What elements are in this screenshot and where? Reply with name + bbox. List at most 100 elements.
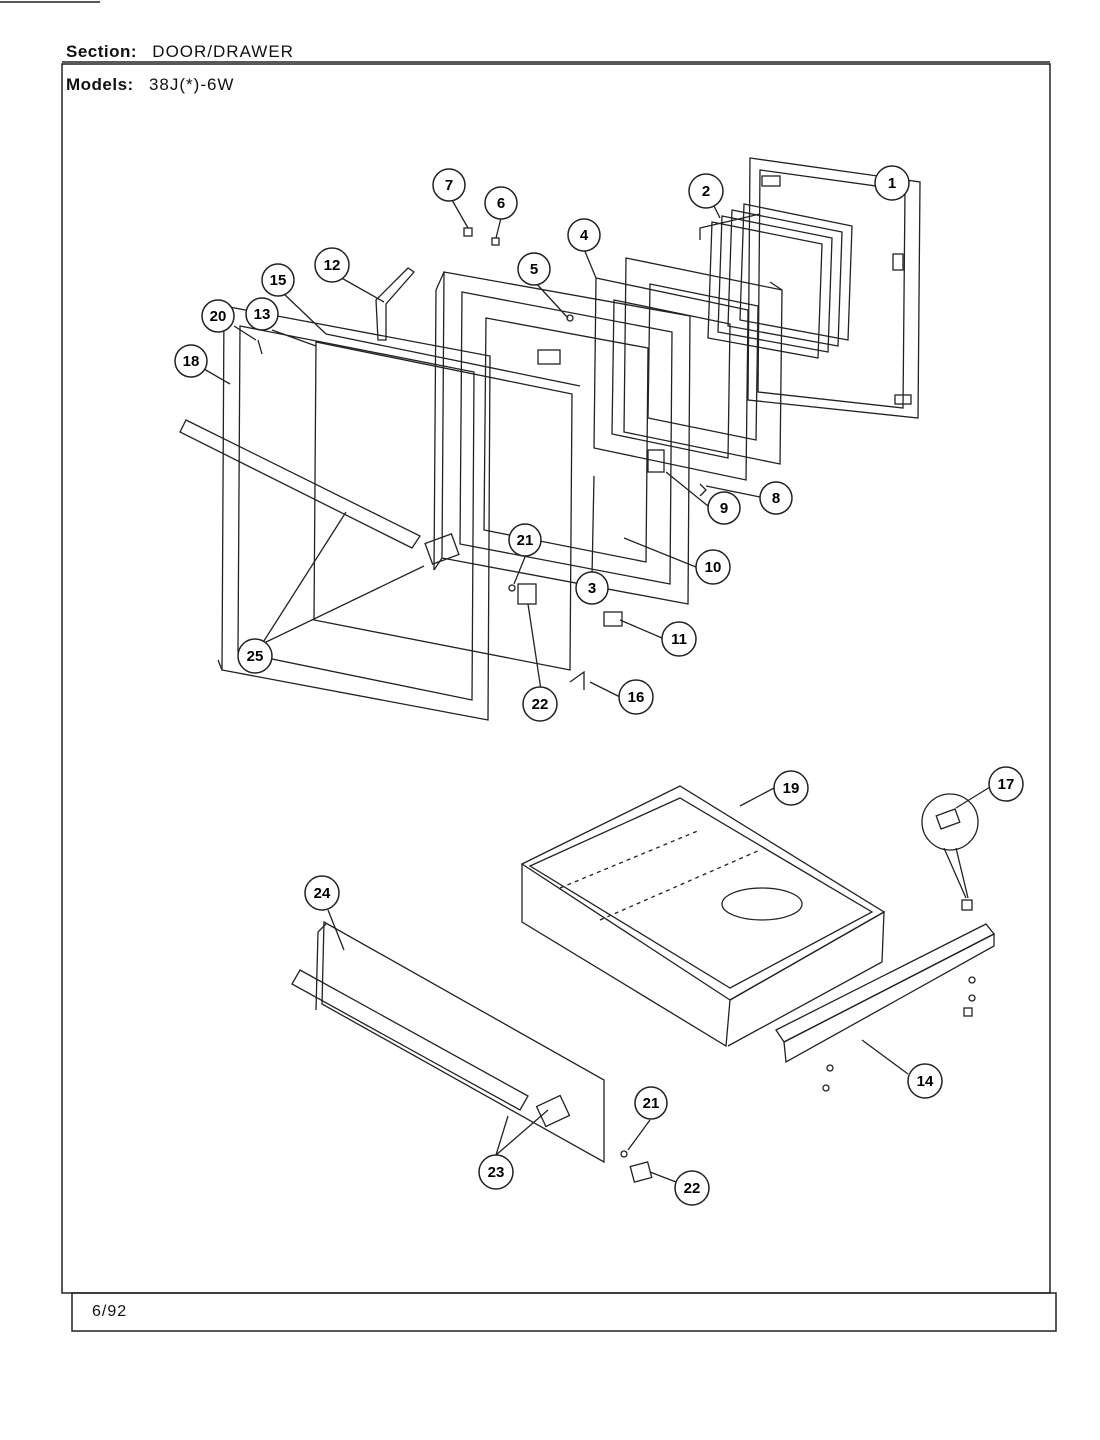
drawer-rail xyxy=(775,923,996,1043)
svg-text:9: 9 xyxy=(720,500,728,517)
svg-text:22: 22 xyxy=(684,1180,701,1197)
callout-15: 15 xyxy=(261,263,295,297)
back-panel-slot xyxy=(894,394,912,405)
footer-frame xyxy=(71,1292,1057,1332)
bumper-11 xyxy=(603,611,623,627)
svg-text:24: 24 xyxy=(314,885,331,902)
rail-screw xyxy=(963,1007,973,1017)
svg-text:7: 7 xyxy=(445,177,453,194)
drawer-assembly xyxy=(291,785,996,1183)
part-callouts: 1 2 3 4 5 6 7 8 9 10 11 12 13 14 15 16 1… xyxy=(174,165,1024,1206)
glass-panel xyxy=(727,209,843,347)
callout-12: 12 xyxy=(314,247,350,283)
door-back-panel-inner xyxy=(757,169,906,409)
glide-leader xyxy=(943,847,967,899)
svg-text:1: 1 xyxy=(888,175,896,192)
door-inner-frame-rim xyxy=(459,291,673,585)
svg-text:3: 3 xyxy=(588,580,596,597)
svg-text:14: 14 xyxy=(917,1073,934,1090)
svg-text:4: 4 xyxy=(580,227,589,244)
svg-text:5: 5 xyxy=(530,261,538,278)
section-value: DOOR/DRAWER xyxy=(152,42,294,61)
svg-text:17: 17 xyxy=(998,776,1015,793)
callout-23: 23 xyxy=(478,1154,514,1190)
panel-edge xyxy=(317,923,327,933)
callout-17: 17 xyxy=(988,766,1024,802)
callout-13: 13 xyxy=(245,297,279,331)
svg-text:20: 20 xyxy=(210,308,227,325)
leader-lines xyxy=(203,189,991,1183)
revision-date: 6/92 xyxy=(92,1303,128,1320)
models-value: 38J(*)-6W xyxy=(148,75,235,94)
callout-8: 8 xyxy=(759,481,793,515)
callout-25: 25 xyxy=(237,638,273,674)
svg-text:16: 16 xyxy=(628,689,645,706)
inner-door xyxy=(593,277,749,481)
callout-10: 10 xyxy=(695,549,731,585)
glass-panel xyxy=(717,215,833,353)
drawer-box-side xyxy=(727,910,885,1047)
screw-21 xyxy=(620,1150,628,1158)
drawer-box-top xyxy=(520,785,886,1001)
pin-20 xyxy=(257,339,263,355)
callout-3: 3 xyxy=(575,571,609,605)
glass-pack-bracket xyxy=(699,213,761,240)
drawer-glide xyxy=(935,808,961,830)
oven-door-assembly xyxy=(179,157,921,721)
door-back-panel xyxy=(747,157,921,419)
drawer-box-rim xyxy=(528,797,874,989)
callout-5: 5 xyxy=(517,252,551,286)
svg-text:21: 21 xyxy=(643,1095,660,1112)
drawer-handle-cap xyxy=(535,1094,571,1128)
section-label: Section: xyxy=(66,42,138,61)
liner-edge xyxy=(769,281,783,291)
svg-text:25: 25 xyxy=(247,648,264,665)
outer-door-glass xyxy=(313,341,573,671)
glide-part xyxy=(961,899,973,911)
svg-text:21: 21 xyxy=(517,532,534,549)
frame-edge xyxy=(433,557,443,571)
models-label: Models: xyxy=(66,75,134,94)
svg-text:18: 18 xyxy=(183,353,200,370)
callout-2: 2 xyxy=(688,173,724,209)
callout-21-door: 21 xyxy=(508,523,542,557)
callout-22-drawer: 22 xyxy=(674,1170,710,1206)
drawer-box-front xyxy=(521,864,731,1048)
glass-panel xyxy=(739,203,853,341)
models-header: Models: 38J(*)-6W xyxy=(66,75,234,95)
glass-top-edge xyxy=(325,333,581,387)
svg-text:8: 8 xyxy=(772,490,780,507)
badge-22 xyxy=(629,1161,653,1183)
drawer-center-mark xyxy=(721,887,803,921)
badge-22 xyxy=(517,583,537,605)
svg-text:2: 2 xyxy=(702,183,710,200)
section-header: Section: DOOR/DRAWER xyxy=(66,42,294,62)
door-liner-opening xyxy=(647,283,759,441)
screw-7 xyxy=(463,227,473,237)
callout-22-door: 22 xyxy=(522,686,558,722)
svg-text:15: 15 xyxy=(270,272,287,289)
door-window-opening xyxy=(483,317,649,563)
rail-screw xyxy=(826,1064,834,1072)
diagram-frame xyxy=(61,63,1051,1294)
rail-screw xyxy=(968,994,976,1002)
door-inner-frame xyxy=(441,271,691,605)
back-panel-slot xyxy=(761,175,781,187)
callout-4: 4 xyxy=(567,218,601,252)
frame-edge xyxy=(435,271,445,291)
screw-5 xyxy=(566,314,574,322)
bracket-16 xyxy=(569,670,585,690)
callout-7: 7 xyxy=(432,168,466,202)
glass-panel xyxy=(707,221,823,359)
drawer-handle xyxy=(291,969,529,1111)
door-hinge-slot xyxy=(537,349,561,365)
door-handle xyxy=(179,419,421,549)
frame-edge xyxy=(433,289,437,571)
clip-9 xyxy=(699,483,707,497)
frame-edge xyxy=(217,659,223,671)
svg-text:23: 23 xyxy=(488,1164,505,1181)
svg-text:6: 6 xyxy=(497,195,505,212)
screw-21 xyxy=(508,584,516,592)
svg-text:22: 22 xyxy=(532,696,549,713)
callout-21-drawer: 21 xyxy=(634,1086,668,1120)
